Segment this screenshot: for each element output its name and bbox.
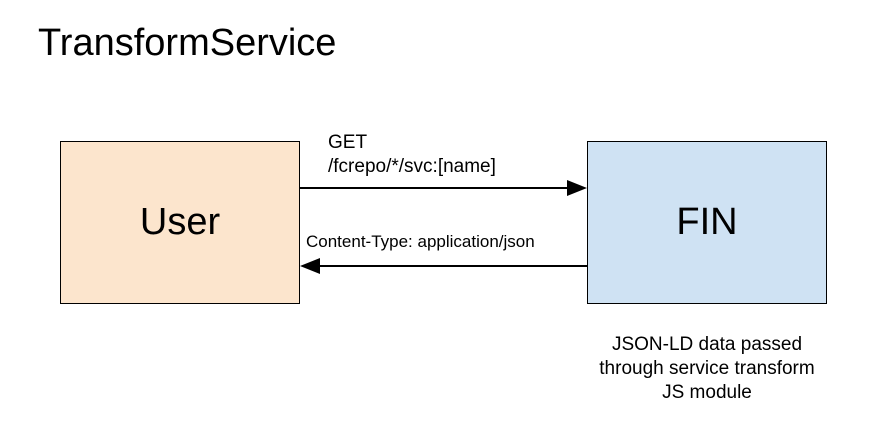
response-arrow <box>300 258 587 274</box>
user-node: User <box>60 141 300 304</box>
request-arrow <box>300 180 587 196</box>
request-arrowhead <box>567 180 587 196</box>
request-method: GET <box>328 132 368 153</box>
fin-node: FIN <box>587 141 827 304</box>
note-line: JS module <box>662 382 752 403</box>
response-label: Content-Type: application/json <box>306 232 535 251</box>
fin-node-label: FIN <box>676 201 738 243</box>
response-arrowhead <box>300 258 320 274</box>
request-path: /fcrepo/*/svc:[name] <box>328 156 496 177</box>
user-node-label: User <box>139 201 221 243</box>
transform-note: JSON-LD data passed through service tran… <box>557 333 857 405</box>
diagram-title: TransformService <box>38 22 337 64</box>
note-line: through service transform <box>599 358 815 379</box>
note-line: JSON-LD data passed <box>611 334 803 355</box>
request-label: GET /fcrepo/*/svc:[name] <box>328 131 496 179</box>
